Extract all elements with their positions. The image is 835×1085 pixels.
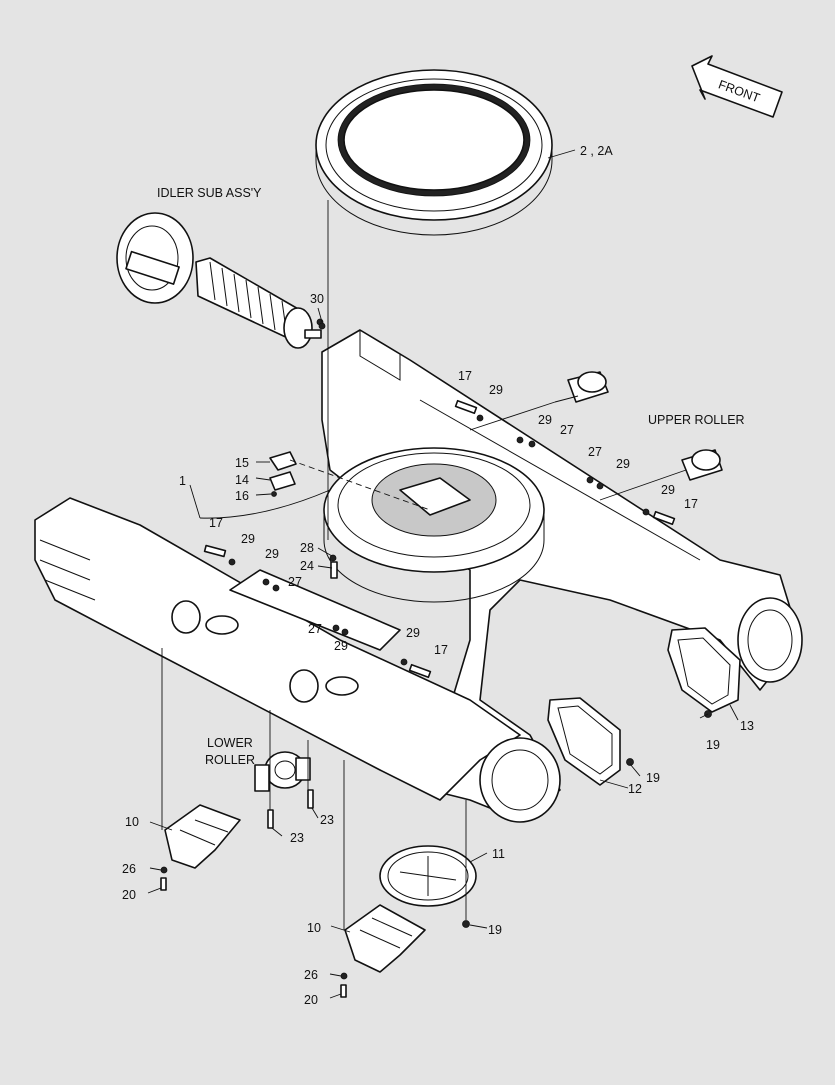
callout-1: 1: [179, 474, 186, 488]
bolts-and-washers: [160, 322, 712, 998]
callout-29: 29: [406, 626, 420, 640]
callout-13: 13: [740, 719, 754, 733]
callout-29: 29: [661, 483, 675, 497]
callout-19: 19: [706, 738, 720, 752]
callout-26: 26: [304, 968, 318, 982]
cover-plate-13: [667, 627, 741, 713]
cover-plate-12: [547, 697, 621, 786]
front-direction-arrow: FRONT: [691, 55, 783, 118]
callout-17: 17: [458, 369, 472, 383]
callout-numbers: 2 , 2A 30 17 29 29 27 27 29 29 17 15 14 …: [122, 144, 754, 1007]
callout-23: 23: [320, 813, 334, 827]
lower-roller-mounted: [171, 600, 319, 703]
callout-26: 26: [122, 862, 136, 876]
assembly-center-lines: [161, 200, 687, 930]
upper-roller-front: [681, 449, 723, 481]
callout-15: 15: [235, 456, 249, 470]
callout-29: 29: [241, 532, 255, 546]
callout-28: 28: [300, 541, 314, 555]
callout-19: 19: [488, 923, 502, 937]
upper-roller-label: UPPER ROLLER: [648, 413, 745, 427]
callout-17: 17: [434, 643, 448, 657]
callout-16: 16: [235, 489, 249, 503]
callout-20: 20: [122, 888, 136, 902]
callout-17: 17: [209, 516, 223, 530]
lower-roller-exploded: [254, 751, 311, 792]
callout-27: 27: [288, 575, 302, 589]
swing-bearing-ring: [315, 69, 553, 236]
callout-11: 11: [492, 847, 505, 861]
callout-14: 14: [235, 473, 249, 487]
callout-leaders: [147, 149, 739, 999]
callout-29: 29: [489, 383, 503, 397]
callout-29: 29: [334, 639, 348, 653]
track-guard-upper: [164, 804, 241, 869]
callout-10: 10: [307, 921, 321, 935]
cover-plate-11: [379, 845, 477, 907]
callout-2-2a: 2 , 2A: [580, 144, 613, 158]
idler-sub-assembly: [116, 212, 324, 349]
hardware-15-14-16: [269, 451, 297, 497]
upper-roller-rear: [554, 371, 609, 403]
callout-10: 10: [125, 815, 139, 829]
callout-17: 17: [684, 497, 698, 511]
callout-19: 19: [646, 771, 660, 785]
callout-20: 20: [304, 993, 318, 1007]
callout-29: 29: [616, 457, 630, 471]
track-guard-lower: [344, 904, 426, 973]
callout-30: 30: [310, 292, 324, 306]
idler-assembly-label: IDLER SUB ASS'Y: [157, 186, 262, 200]
callout-23: 23: [290, 831, 304, 845]
callout-12: 12: [628, 782, 642, 796]
track-frame-left: [34, 497, 561, 823]
lower-roller-label-2: ROLLER: [205, 753, 255, 767]
callout-27: 27: [308, 622, 322, 636]
callout-29: 29: [265, 547, 279, 561]
callout-24: 24: [300, 559, 314, 573]
callout-27: 27: [588, 445, 602, 459]
callout-27: 27: [560, 423, 574, 437]
callout-29: 29: [538, 413, 552, 427]
lower-roller-label-1: LOWER: [207, 736, 253, 750]
